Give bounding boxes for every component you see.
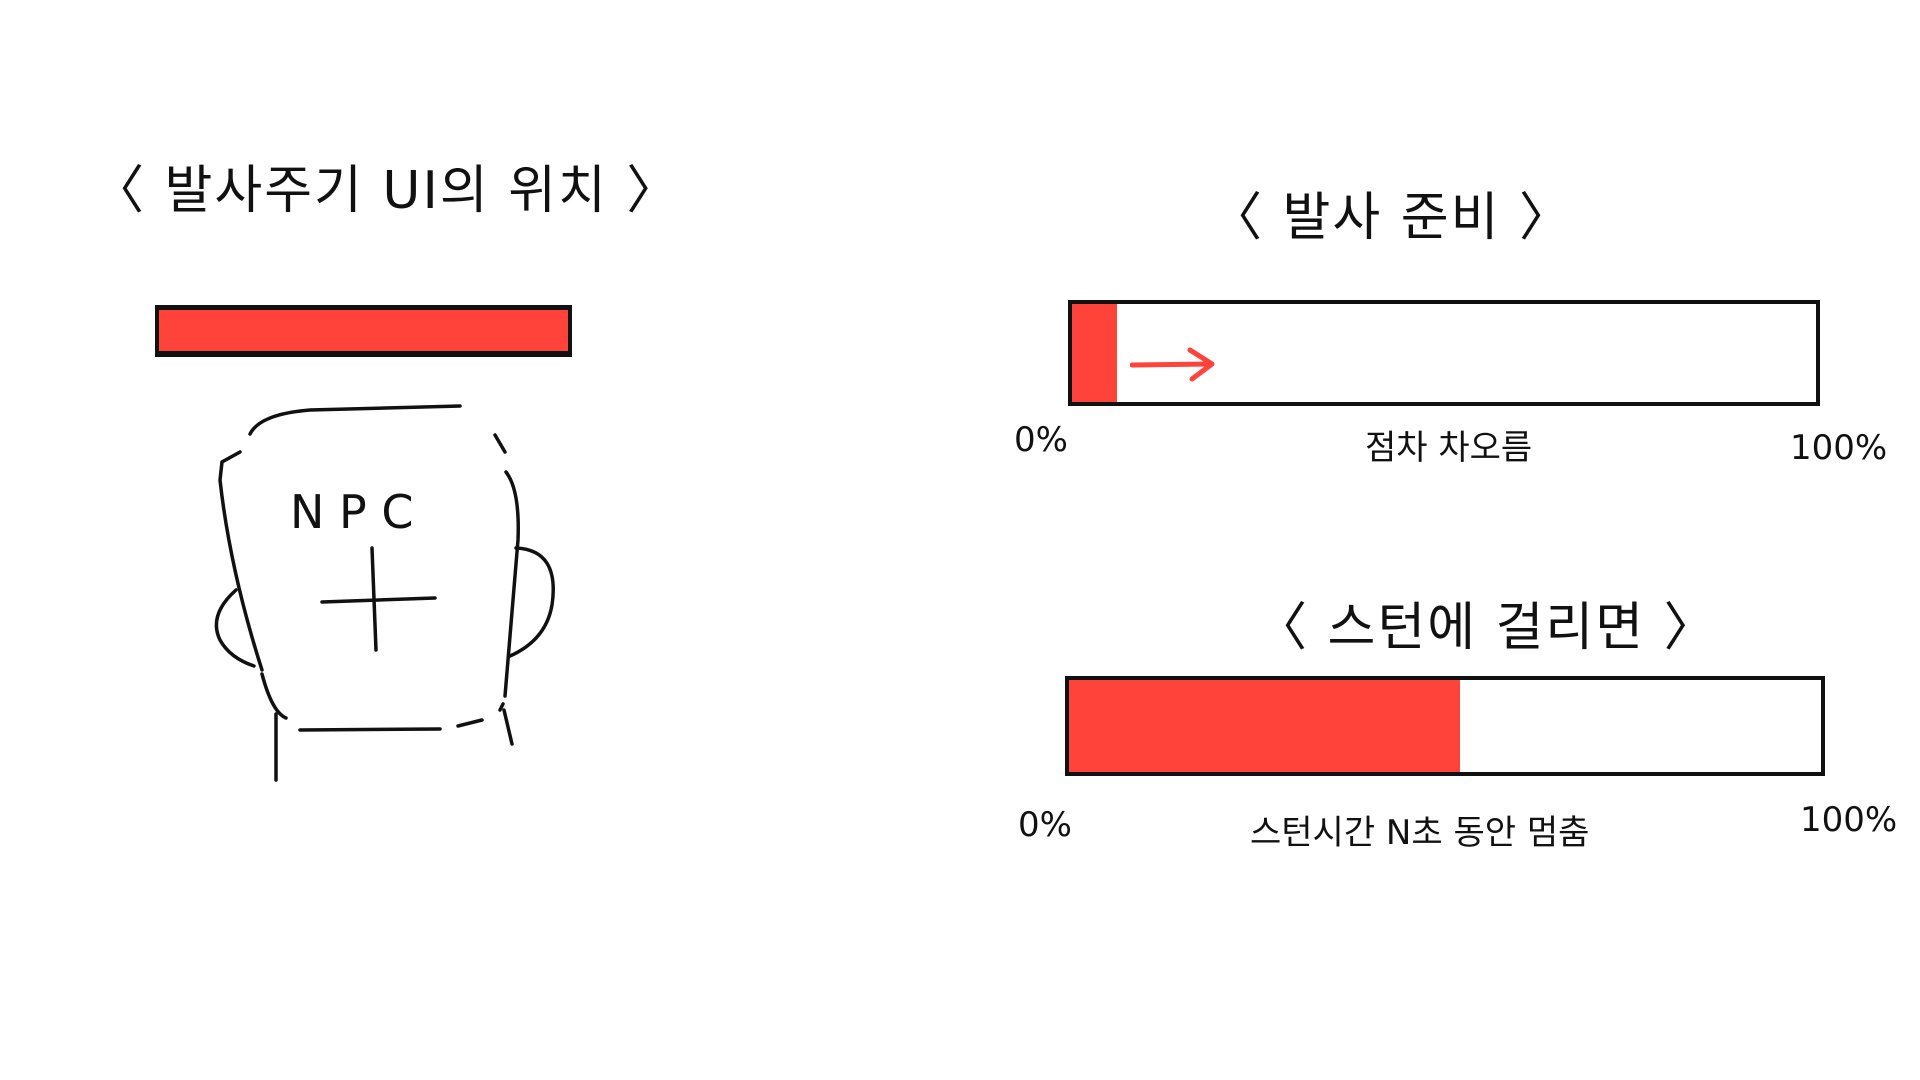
fire-ready-gauge-fill [1072,304,1117,402]
stunned-gauge-fill [1069,680,1461,772]
fire-ready-min-label: 0% [1014,420,1068,460]
stunned-mid-label: 스턴시간 N초 동안 멈춤 [1250,813,1590,853]
stunned-min-label: 0% [1018,805,1072,845]
stunned-max-label: 100% [1800,800,1898,840]
position-panel-title: 〈 발사주기 UI의 위치 〉 [92,161,681,221]
stunned-gauge [1065,676,1825,776]
npc-label: N P C [290,485,414,539]
npc-sketch: N P C [214,404,555,782]
fire-cycle-bar [155,305,572,357]
stunned-title: 〈 스턴에 걸리면 〉 [1255,598,1718,658]
fire-ready-title: 〈 발사 준비 〉 [1210,188,1573,248]
fire-ready-max-label: 100% [1790,428,1888,468]
fire-ready-mid-label: 점차 차오름 [1365,428,1533,468]
right-arrow-icon [1130,347,1215,382]
